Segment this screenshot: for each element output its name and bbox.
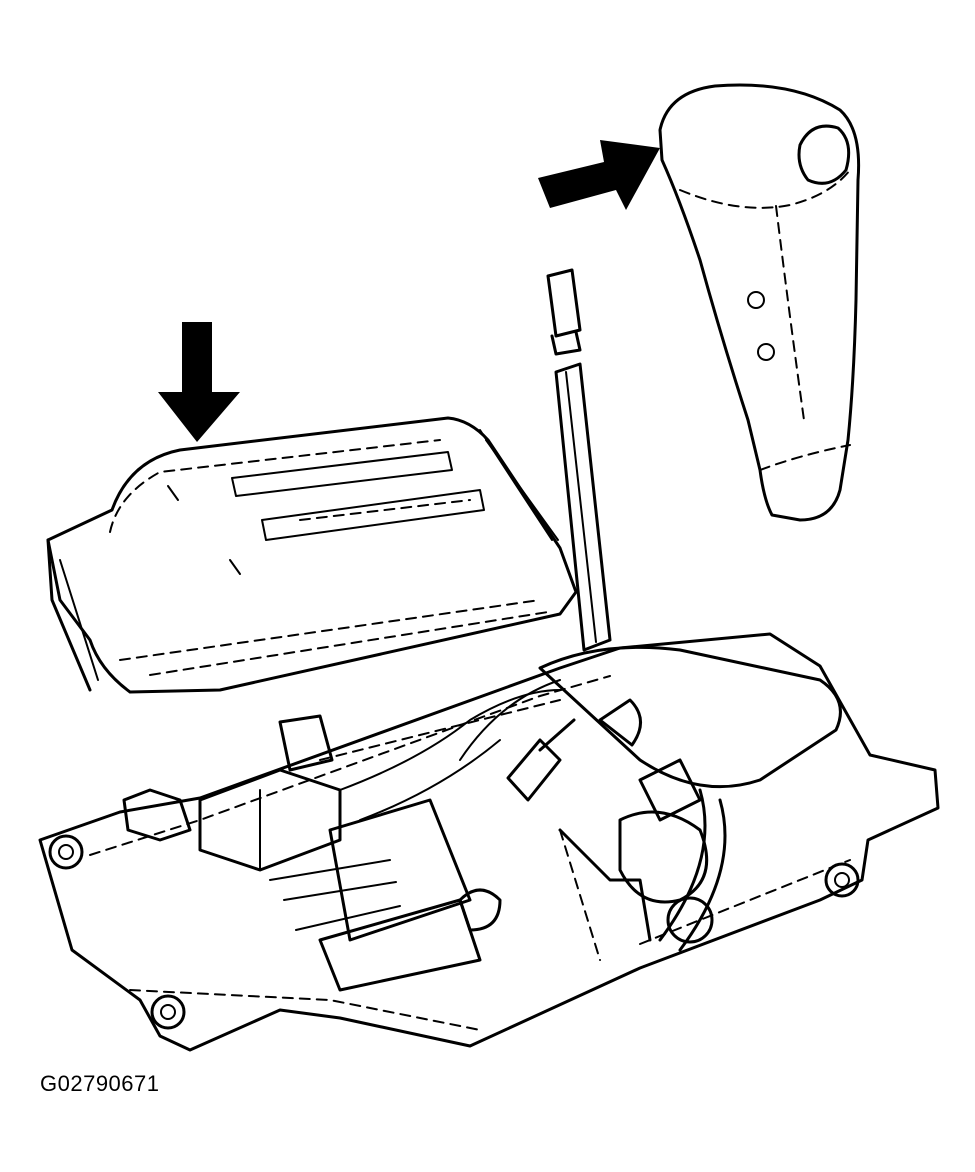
figure-id-label: G02790671 [40,1071,160,1096]
shifter-trim-cover [46,416,578,694]
down-arrow-icon [158,322,240,442]
shift-lever [546,268,612,652]
shift-knob [658,83,861,522]
shifter-base [38,632,940,1052]
right-arrow-icon [538,140,660,210]
